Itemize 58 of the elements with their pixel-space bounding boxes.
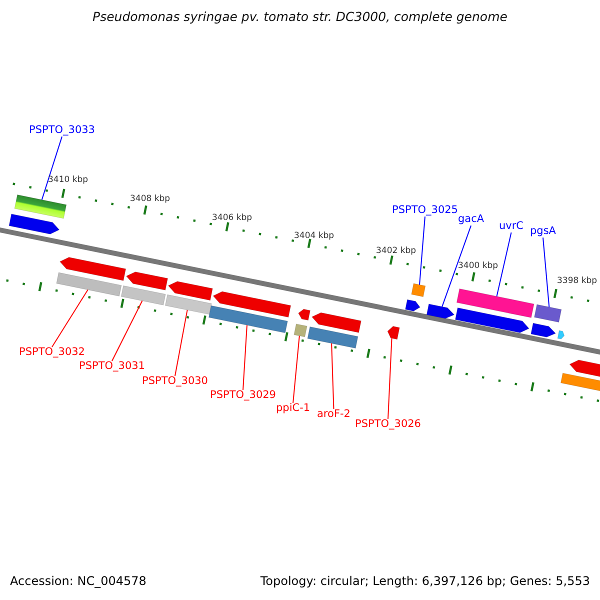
gene-label: aroF-2 [317, 409, 350, 421]
gene-block [126, 272, 168, 291]
gene-label: PSPTO_3025 [392, 205, 458, 217]
leader-line [331, 342, 334, 410]
gene-block [8, 214, 60, 234]
gene-label: gacA [458, 214, 484, 226]
footer-text: Accession: NC_004578 [10, 575, 146, 588]
gene-bar [294, 324, 308, 338]
leader-line [542, 237, 550, 308]
leader-line [442, 225, 472, 308]
gene-bar [164, 294, 212, 315]
leader-line [52, 289, 88, 348]
gene-label: pgsA [530, 226, 556, 238]
scale-label: 3408 kbp [130, 195, 170, 204]
leader-line [242, 324, 248, 390]
gene-block [404, 299, 420, 312]
gene-label: uvrC [499, 221, 524, 233]
gene-block [426, 304, 455, 319]
gene-label: PSPTO_3029 [210, 390, 276, 402]
gene-bar [534, 304, 562, 323]
gene-bar [120, 285, 166, 306]
gene-block [311, 312, 362, 333]
gene-label: PSPTO_3031 [79, 361, 145, 373]
scale-label: 3402 kbp [376, 247, 416, 256]
scale-label: 3406 kbp [212, 214, 252, 224]
gene-bar [208, 305, 288, 334]
leader-line [174, 309, 188, 376]
scale-label: 3410 kbp [48, 176, 88, 186]
gene-bar [56, 272, 122, 296]
gene-block [557, 330, 565, 340]
scale-label: 3398 kbp [557, 277, 598, 286]
scale-label: 3404 kbp [294, 232, 334, 242]
gene-block [212, 291, 292, 318]
gene-label: PSPTO_3033 [29, 125, 95, 137]
footer-text: Topology: circular; Length: 6,397,126 bp; Genes: 5,553 [260, 575, 590, 588]
title: Pseudomonas syringae pv. tomato str. DC3000, complete genome [92, 10, 508, 24]
gene-block [387, 326, 400, 340]
gene-label: PSPTO_3032 [19, 347, 85, 359]
scale-label: 3400 kbp [458, 262, 498, 272]
gene-bar [560, 372, 600, 392]
gene-block [59, 256, 126, 281]
leader-line [419, 216, 426, 286]
gene-label: ppiC-1 [276, 403, 310, 415]
gene-block [168, 281, 213, 301]
gene-bar [411, 283, 426, 298]
leader-line [41, 136, 62, 200]
gene-label: PSPTO_3026 [355, 419, 421, 431]
gene-block [298, 308, 311, 321]
gene-block [569, 360, 600, 378]
gene-block [530, 322, 556, 338]
gene-bar [456, 288, 534, 318]
gene-bar [307, 326, 358, 349]
leader-line [112, 300, 143, 362]
gene-bar [14, 194, 67, 219]
leader-line [496, 232, 512, 297]
gene-label: PSPTO_3030 [142, 376, 208, 388]
gene-block [454, 307, 530, 334]
leader-line [388, 338, 392, 420]
